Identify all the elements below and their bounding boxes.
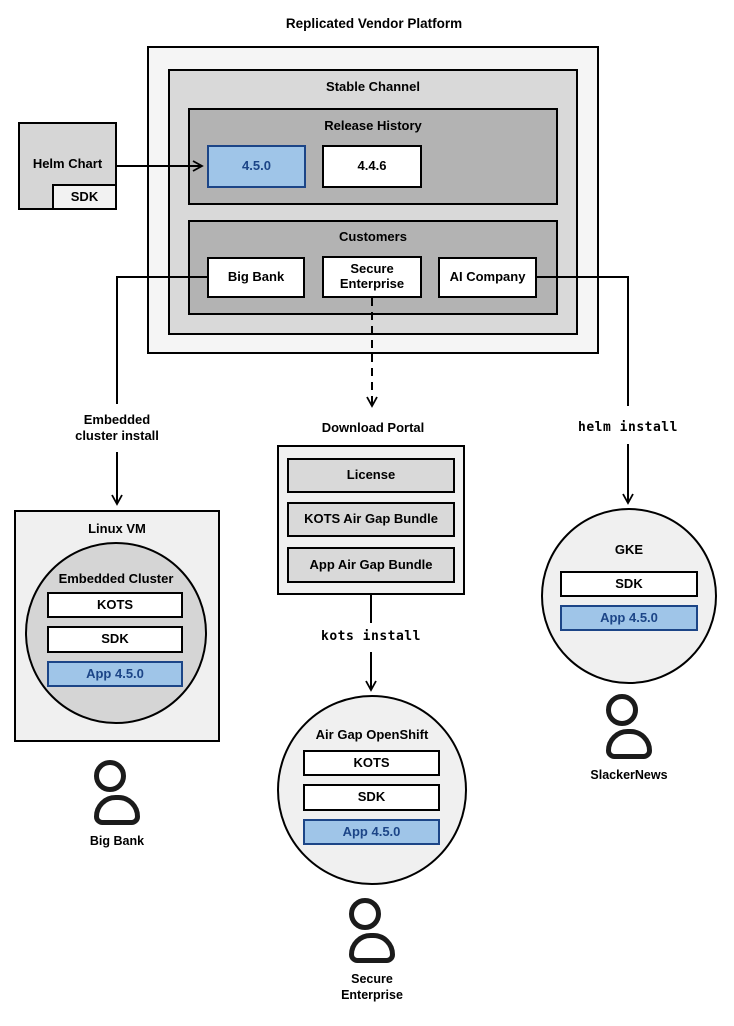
person-body (349, 933, 395, 963)
linux-vm-kots-box: KOTS (47, 592, 183, 618)
linux-vm-sdk-box: SDK (47, 626, 183, 653)
release-4-5-0: 4.5.0 (207, 145, 306, 188)
kots-install-label: kots install (321, 629, 421, 644)
customer-ai-company: AI Company (438, 257, 537, 298)
person-icon (349, 898, 395, 963)
airgap-sdk-box: SDK (303, 784, 440, 811)
customer-big-bank: Big Bank (207, 257, 305, 298)
person-head (349, 898, 381, 930)
stable-channel-label: Stable Channel (326, 79, 420, 94)
person-body (94, 795, 140, 825)
person-body (606, 729, 652, 759)
helm-install-label: helm install (578, 420, 678, 435)
embedded-cluster-label: Embedded Cluster (58, 571, 174, 586)
linux-vm-label: Linux VM (88, 521, 146, 536)
persona-secure-enterprise-label: Secure Enterprise (341, 972, 403, 1002)
airgap-app-box: App 4.5.0 (303, 819, 440, 845)
persona-big-bank: Big Bank (57, 760, 177, 850)
download-portal-label: Download Portal (321, 420, 425, 435)
embedded-install-label: Embedded cluster install (75, 412, 159, 444)
gke-label: GKE (614, 542, 644, 557)
person-icon (606, 694, 652, 759)
linux-vm-app-box: App 4.5.0 (47, 661, 183, 687)
person-head (606, 694, 638, 726)
airgap-openshift-label: Air Gap OpenShift (315, 727, 429, 742)
portal-app-bundle-box: App Air Gap Bundle (287, 547, 455, 583)
gke-sdk-box: SDK (560, 571, 698, 597)
persona-slackernews: SlackerNews (569, 694, 689, 784)
portal-kots-bundle-box: KOTS Air Gap Bundle (287, 502, 455, 537)
persona-big-bank-label: Big Bank (89, 834, 145, 848)
helm-chart-sdk-box: SDK (52, 184, 117, 210)
persona-secure-enterprise: Secure Enterprise (312, 898, 432, 1003)
release-4-4-6: 4.4.6 (322, 145, 422, 188)
portal-license-box: License (287, 458, 455, 493)
customer-secure-enterprise: Secure Enterprise (322, 256, 422, 298)
release-history-label: Release History (324, 118, 422, 133)
diagram-title: Replicated Vendor Platform (285, 16, 463, 31)
airgap-kots-box: KOTS (303, 750, 440, 776)
helm-chart-label: Helm Chart (32, 156, 103, 171)
person-head (94, 760, 126, 792)
customers-label: Customers (339, 229, 407, 244)
persona-slackernews-label: SlackerNews (590, 768, 668, 782)
gke-app-box: App 4.5.0 (560, 605, 698, 631)
person-icon (94, 760, 140, 825)
